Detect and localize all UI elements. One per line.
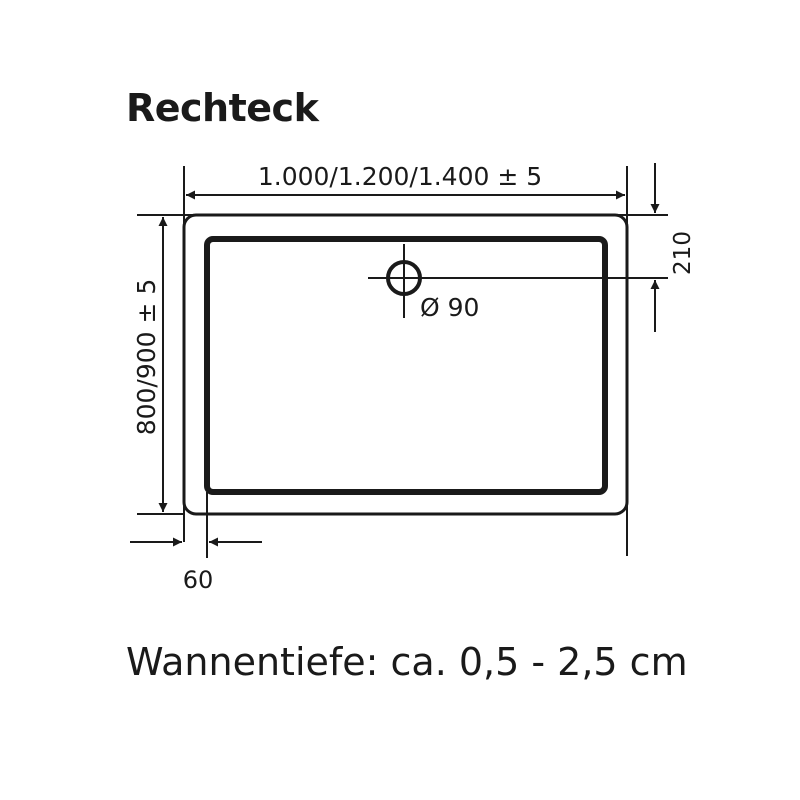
diagram-title: Rechteck xyxy=(126,86,319,130)
drain-symbol xyxy=(368,244,440,318)
height-dimension-label: 800/900 ± 5 xyxy=(132,279,161,436)
drain-diameter-label: Ø 90 xyxy=(420,293,479,322)
tray-outer-outline xyxy=(182,213,629,516)
rim-width-label: 60 xyxy=(183,566,214,594)
drain-offset-label: 210 xyxy=(670,231,696,275)
tray-depth-note: Wannentiefe: ca. 0,5 - 2,5 cm xyxy=(126,640,688,684)
width-dimension-label: 1.000/1.200/1.400 ± 5 xyxy=(258,162,542,191)
tray-inner-basin xyxy=(204,236,608,495)
